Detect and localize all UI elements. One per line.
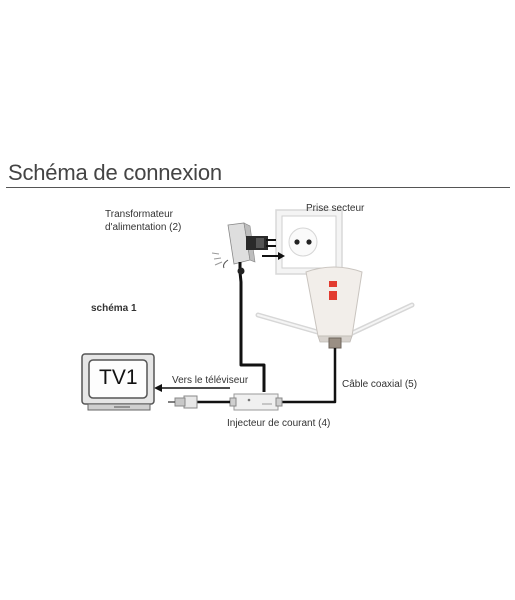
power-adapter-icon (211, 222, 285, 269)
title-underline (6, 187, 510, 188)
injector-label: Injecteur de courant (4) (227, 418, 331, 429)
coax-cable (282, 348, 337, 404)
transformer-label-line1: Transformateur (105, 209, 173, 220)
outlet-label: Prise secteur (306, 203, 365, 214)
transformer-label-line2: d'alimentation (2) (105, 222, 182, 233)
power-cable (238, 262, 266, 392)
coax-label: Câble coaxial (5) (342, 379, 418, 390)
wall-outlet-icon (275, 209, 343, 275)
page-title: Schéma de connexion (8, 160, 222, 185)
arrow-left-icon (154, 384, 230, 392)
tv-plug-icon (168, 395, 198, 409)
tv-icon (81, 353, 155, 411)
tv-label: TV1 (99, 366, 138, 389)
schema-label: schéma 1 (91, 303, 137, 314)
power-injector-icon (229, 393, 283, 411)
antenna-icon (255, 266, 415, 349)
to-tv-label: Vers le téléviseur (172, 375, 249, 386)
